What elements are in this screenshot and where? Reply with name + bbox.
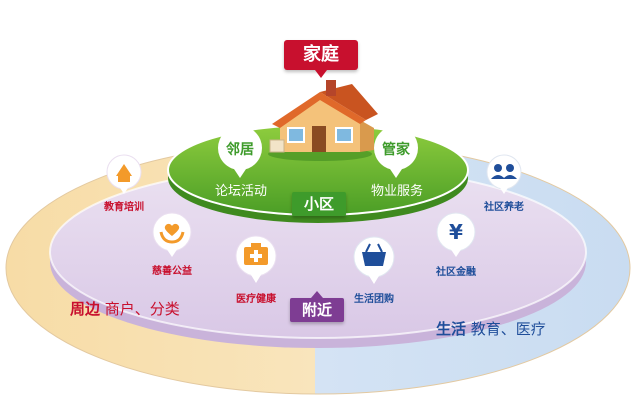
ring-label-surroundings-bold: 周边 <box>70 300 101 318</box>
ring-label-life-bold: 生活 <box>436 320 467 338</box>
ring-label-life: 生活 教育、医疗 <box>436 318 546 339</box>
ring-label-surroundings: 周边 商户、分类 <box>70 298 180 319</box>
steward-pin-icon <box>374 126 418 178</box>
school-pin-icon <box>106 154 142 194</box>
community-tag: 小区 <box>292 192 346 216</box>
neighbor-title: 邻居 <box>226 142 254 158</box>
service-label-education: 教育培训 <box>104 202 144 213</box>
home-tag: 家庭 <box>284 40 358 78</box>
service-label-groupbuy: 生活团购 <box>354 294 394 305</box>
charity-pin-icon <box>152 212 192 257</box>
finance-pin-icon: ¥ <box>436 212 476 257</box>
neighbor-subtitle: 论坛活动 <box>214 184 267 199</box>
service-label-finance: 社区金融 <box>436 267 476 278</box>
steward-title: 管家 <box>382 142 410 158</box>
svg-text:¥: ¥ <box>449 220 463 244</box>
service-label-elderly: 社区养老 <box>484 202 524 213</box>
neighbor-pin-icon <box>218 85 263 178</box>
nearby-tag: 附近 <box>290 291 344 322</box>
medical-pin-icon <box>235 235 277 283</box>
ring-label-surroundings-text: 商户、分类 <box>104 300 180 318</box>
service-label-medical: 医疗健康 <box>236 294 276 305</box>
house-icon <box>268 80 378 161</box>
ring-label-life-text: 教育、医疗 <box>470 320 546 338</box>
service-label-charity: 慈善公益 <box>152 266 192 277</box>
steward-subtitle: 物业服务 <box>370 184 423 199</box>
shopping-pin-icon <box>353 236 395 284</box>
elderly-pin-icon <box>486 154 522 194</box>
